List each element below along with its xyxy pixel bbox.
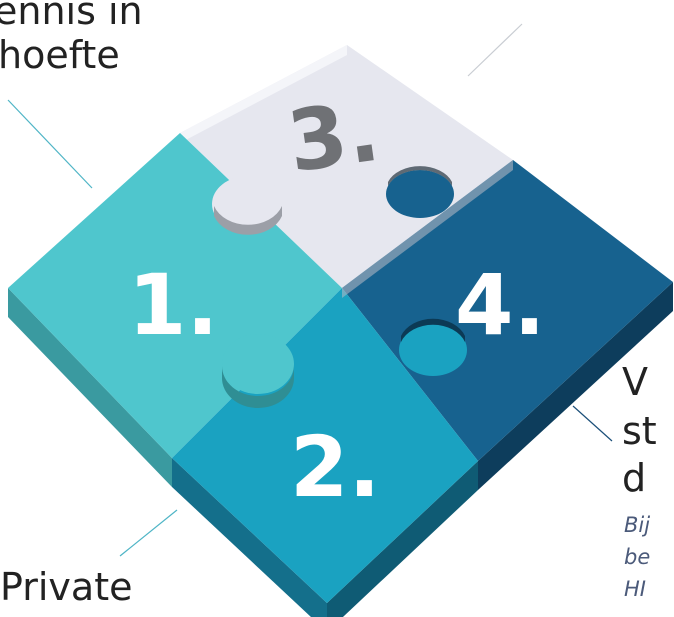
knob-3-right xyxy=(386,170,454,218)
piece-3-label: 3. xyxy=(282,82,385,192)
piece-2-label: 2. xyxy=(290,418,380,516)
callout-top-left-line2: hoefte xyxy=(0,33,120,77)
piece-3 xyxy=(180,45,513,288)
callout-right-italic3: HI xyxy=(624,577,646,601)
piece-4-label: 4. xyxy=(455,256,545,354)
piece-2-side-right xyxy=(327,461,478,617)
connector-line-bottom-left xyxy=(119,509,178,557)
knob-3-left xyxy=(212,176,284,232)
connector-line-top-left xyxy=(7,99,93,189)
piece-2 xyxy=(172,288,478,603)
callout-right-italic1: Bij xyxy=(624,513,651,537)
knob-1-bottom xyxy=(222,334,294,394)
callout-top-left-line1: ennis in xyxy=(0,0,143,33)
callout-bottom-left: Private xyxy=(0,565,133,609)
piece-4-side-right xyxy=(478,282,673,490)
callout-right-line3: d xyxy=(622,456,647,500)
knob-2-right xyxy=(399,324,467,376)
callout-right-line2: st xyxy=(622,409,657,453)
piece-1-label: 1. xyxy=(128,256,218,354)
connector-line-right xyxy=(572,405,613,442)
piece-2-side-left xyxy=(172,458,327,617)
callout-right-line1: V xyxy=(622,360,648,404)
connector-line-top-right xyxy=(467,23,523,77)
piece-1-side-left xyxy=(8,288,172,487)
callout-right-italic2: be xyxy=(624,545,651,569)
